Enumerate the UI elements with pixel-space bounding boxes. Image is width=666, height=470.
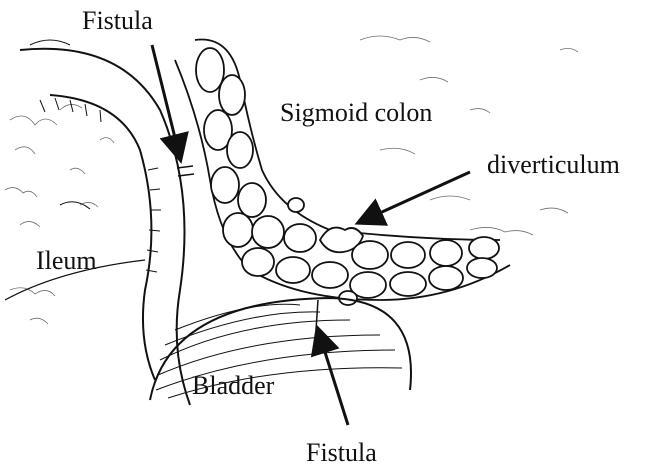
ileum-label: Ileum bbox=[36, 248, 97, 274]
fistula-label-bottom: Fistula bbox=[306, 440, 377, 466]
bladder-dome bbox=[150, 298, 411, 400]
diverticulum-label: diverticulum bbox=[487, 152, 620, 178]
sigmoid-colon-label: Sigmoid colon bbox=[280, 100, 432, 126]
fistula-label-top: Fistula bbox=[82, 8, 153, 34]
bladder-label: Bladder bbox=[192, 373, 274, 399]
arrow-diverticulum bbox=[360, 172, 470, 222]
sigmoid-colon bbox=[175, 40, 510, 306]
arrow-fistula-bottom bbox=[318, 330, 348, 425]
